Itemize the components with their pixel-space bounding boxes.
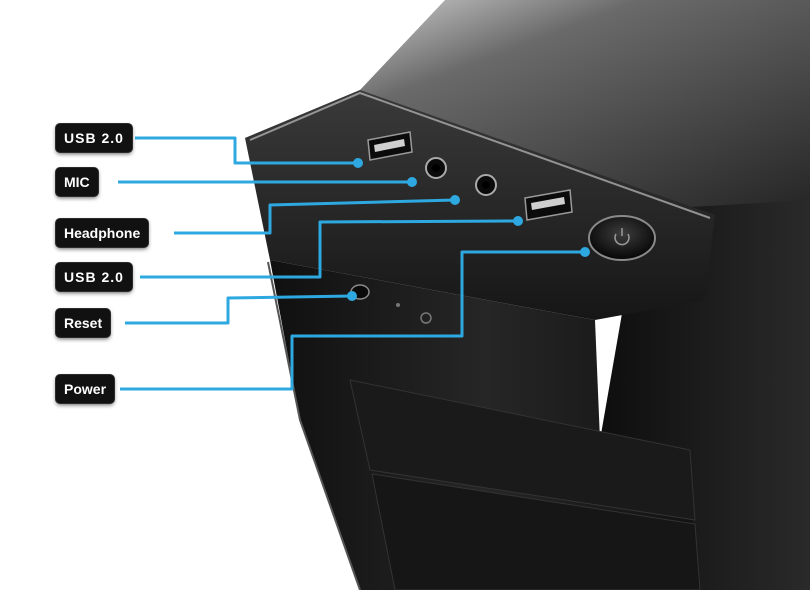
leader-dot — [580, 247, 590, 257]
power-led-icon — [396, 303, 400, 307]
drive-bay-2 — [371, 473, 701, 590]
leader-line-usb-bottom — [140, 219, 519, 279]
usb-port-icon[interactable] — [524, 189, 573, 221]
callout-mic: MIC — [56, 168, 98, 196]
audio-jack-icon[interactable] — [475, 174, 497, 196]
front-io-panel — [245, 90, 715, 320]
pc-case — [245, 0, 810, 590]
front-io-panel-highlight — [249, 91, 711, 219]
leader-line-reset — [125, 294, 353, 325]
callout-usb-2-0-bottom: USB 2.0 — [56, 263, 132, 291]
leader-dot — [407, 177, 417, 187]
audio-jack-icon[interactable] — [425, 157, 447, 179]
usb-port-icon[interactable] — [367, 131, 413, 161]
drive-bay-1 — [349, 379, 696, 521]
leader-dot — [347, 291, 357, 301]
callout-power: Power — [56, 375, 115, 403]
callout-usb-2-0-top: USB 2.0 — [56, 124, 132, 152]
leader-dot — [450, 195, 460, 205]
leader-line-power — [120, 250, 585, 391]
power-button-icon[interactable] — [588, 215, 656, 261]
leader-dot — [513, 216, 523, 226]
callout-reset: Reset — [56, 309, 111, 337]
callout-headphone: Headphone — [56, 219, 149, 247]
leader-line-usb-top — [135, 136, 358, 165]
front-panel-controls — [350, 131, 656, 324]
leader-line-headphone — [174, 198, 456, 235]
leader-lines — [118, 136, 590, 391]
hdd-led-icon — [420, 312, 432, 324]
leader-dot — [353, 158, 363, 168]
case-edge-highlight — [267, 261, 361, 590]
